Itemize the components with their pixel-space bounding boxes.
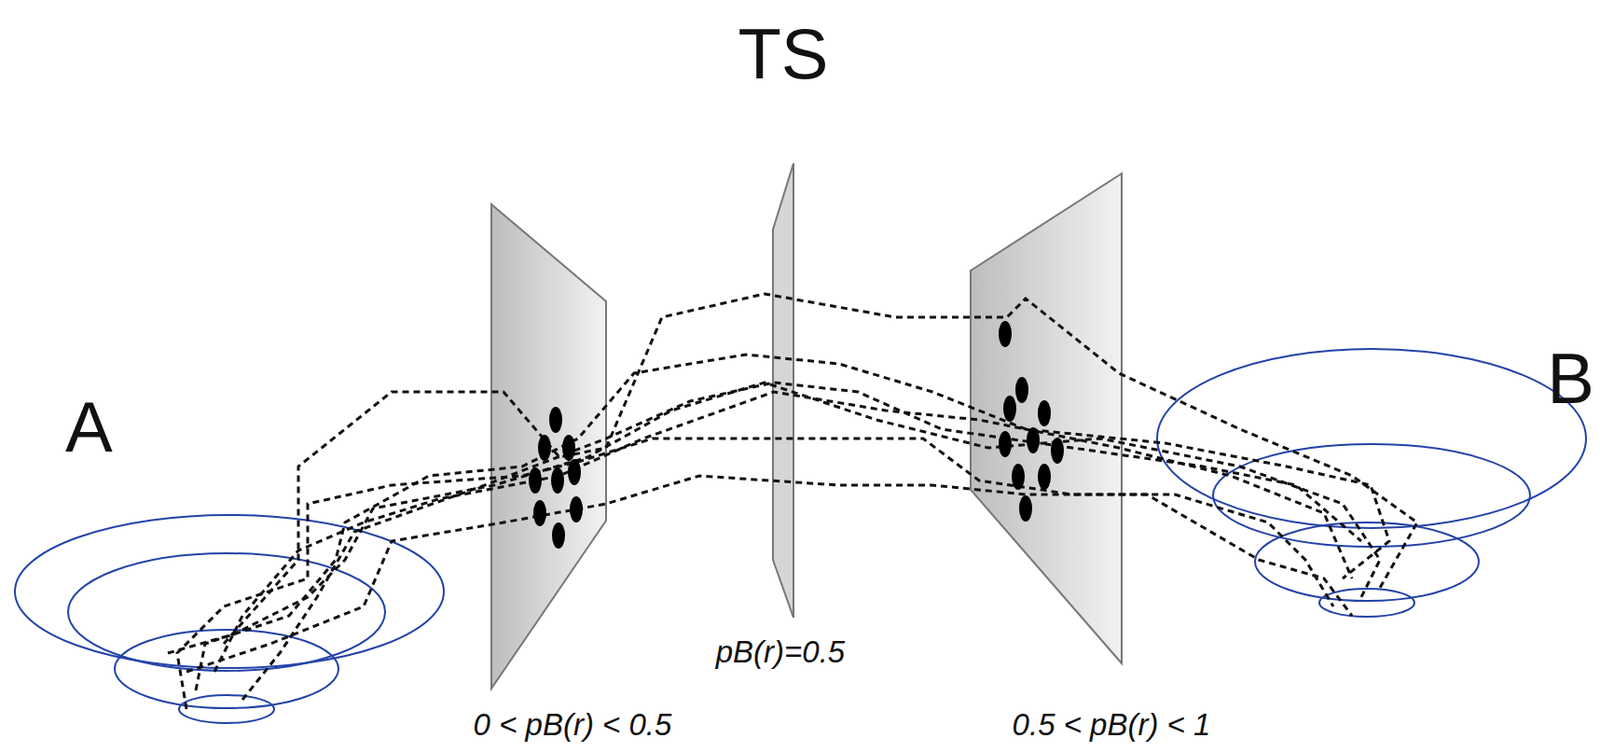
shooting-points [528, 320, 1064, 549]
state-label: A [65, 391, 113, 463]
dot [528, 467, 542, 494]
dot [1026, 427, 1040, 454]
trajectory [214, 391, 1352, 672]
dot [551, 467, 565, 494]
dot [551, 522, 566, 549]
committor-label: 0 < pB(r) < 0.5 [473, 708, 673, 740]
state-label: B [1546, 343, 1595, 414]
dot [1011, 463, 1025, 490]
ts-label: TS [737, 18, 828, 90]
dot [549, 406, 563, 433]
isosurface-plane [970, 173, 1122, 663]
dot [537, 434, 552, 461]
dot [1003, 395, 1017, 422]
basin-a [14, 514, 444, 723]
committor-label: 0.5 < pB(r) < 1 [1012, 708, 1212, 740]
dot [562, 434, 576, 461]
dot [998, 430, 1012, 457]
committor-label: pB(r)=0.5 [716, 635, 845, 667]
dot [1037, 463, 1051, 490]
dot [533, 499, 547, 526]
dot [1019, 495, 1033, 522]
dot [998, 320, 1012, 347]
dot [1037, 400, 1051, 427]
dot [567, 458, 581, 485]
ts-plane [772, 163, 794, 618]
trajectory [186, 475, 1352, 672]
dot [569, 496, 583, 523]
trajectory [223, 293, 1418, 644]
trajectory [242, 382, 1362, 700]
dot [1050, 437, 1064, 464]
trajectories [167, 293, 1418, 709]
dot [1015, 376, 1029, 403]
